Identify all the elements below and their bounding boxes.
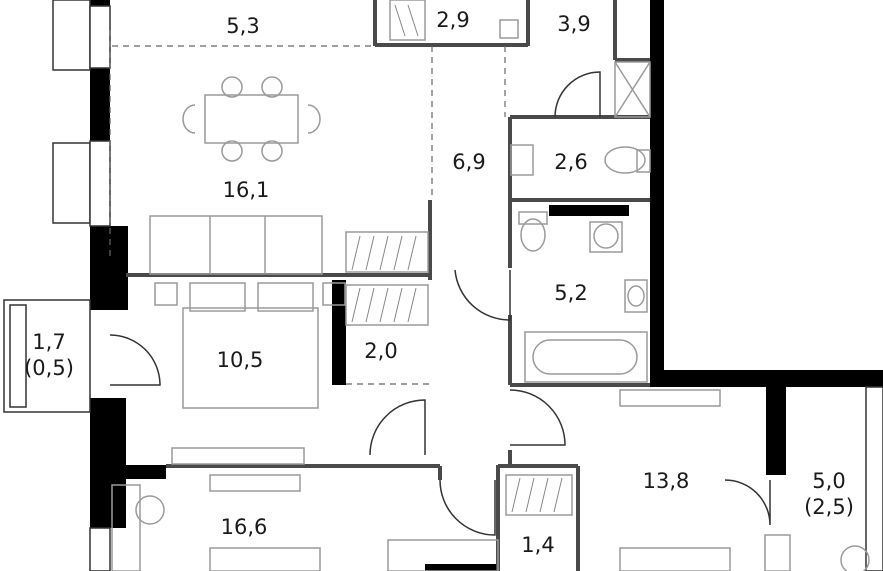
room-area-label: 3,9 (557, 12, 591, 36)
dashed-dividers (109, 30, 506, 385)
room-area-label: 13,8 (642, 469, 690, 493)
closet-hatching (351, 4, 563, 513)
interior-walls (126, 0, 650, 571)
exterior-walls (90, 0, 883, 571)
balcony-area-label: 5,0 (2,5) (804, 468, 854, 520)
room-area-label: 5,3 (226, 14, 260, 38)
room-area-value: 5,0 (812, 469, 846, 493)
room-area-label: 2,0 (364, 339, 398, 363)
room-area-label: 16,6 (220, 515, 268, 539)
windows (3, 0, 883, 571)
furniture (111, 0, 870, 571)
room-area-label: 2,6 (554, 150, 588, 174)
room-area-label: 1,4 (521, 533, 555, 557)
room-area-label: 5,2 (554, 281, 588, 305)
room-area-label: 2,9 (436, 8, 470, 32)
room-area-label: 10,5 (216, 348, 264, 372)
room-area-label: 6,9 (452, 150, 486, 174)
room-area-label: 16,1 (222, 178, 270, 202)
balcony-area-label: 1,7 (0,5) (24, 329, 74, 381)
room-area-value: 1,7 (32, 330, 66, 354)
room-area-sub: (0,5) (24, 356, 74, 380)
room-area-sub: (2,5) (804, 495, 854, 519)
doors (109, 71, 771, 536)
